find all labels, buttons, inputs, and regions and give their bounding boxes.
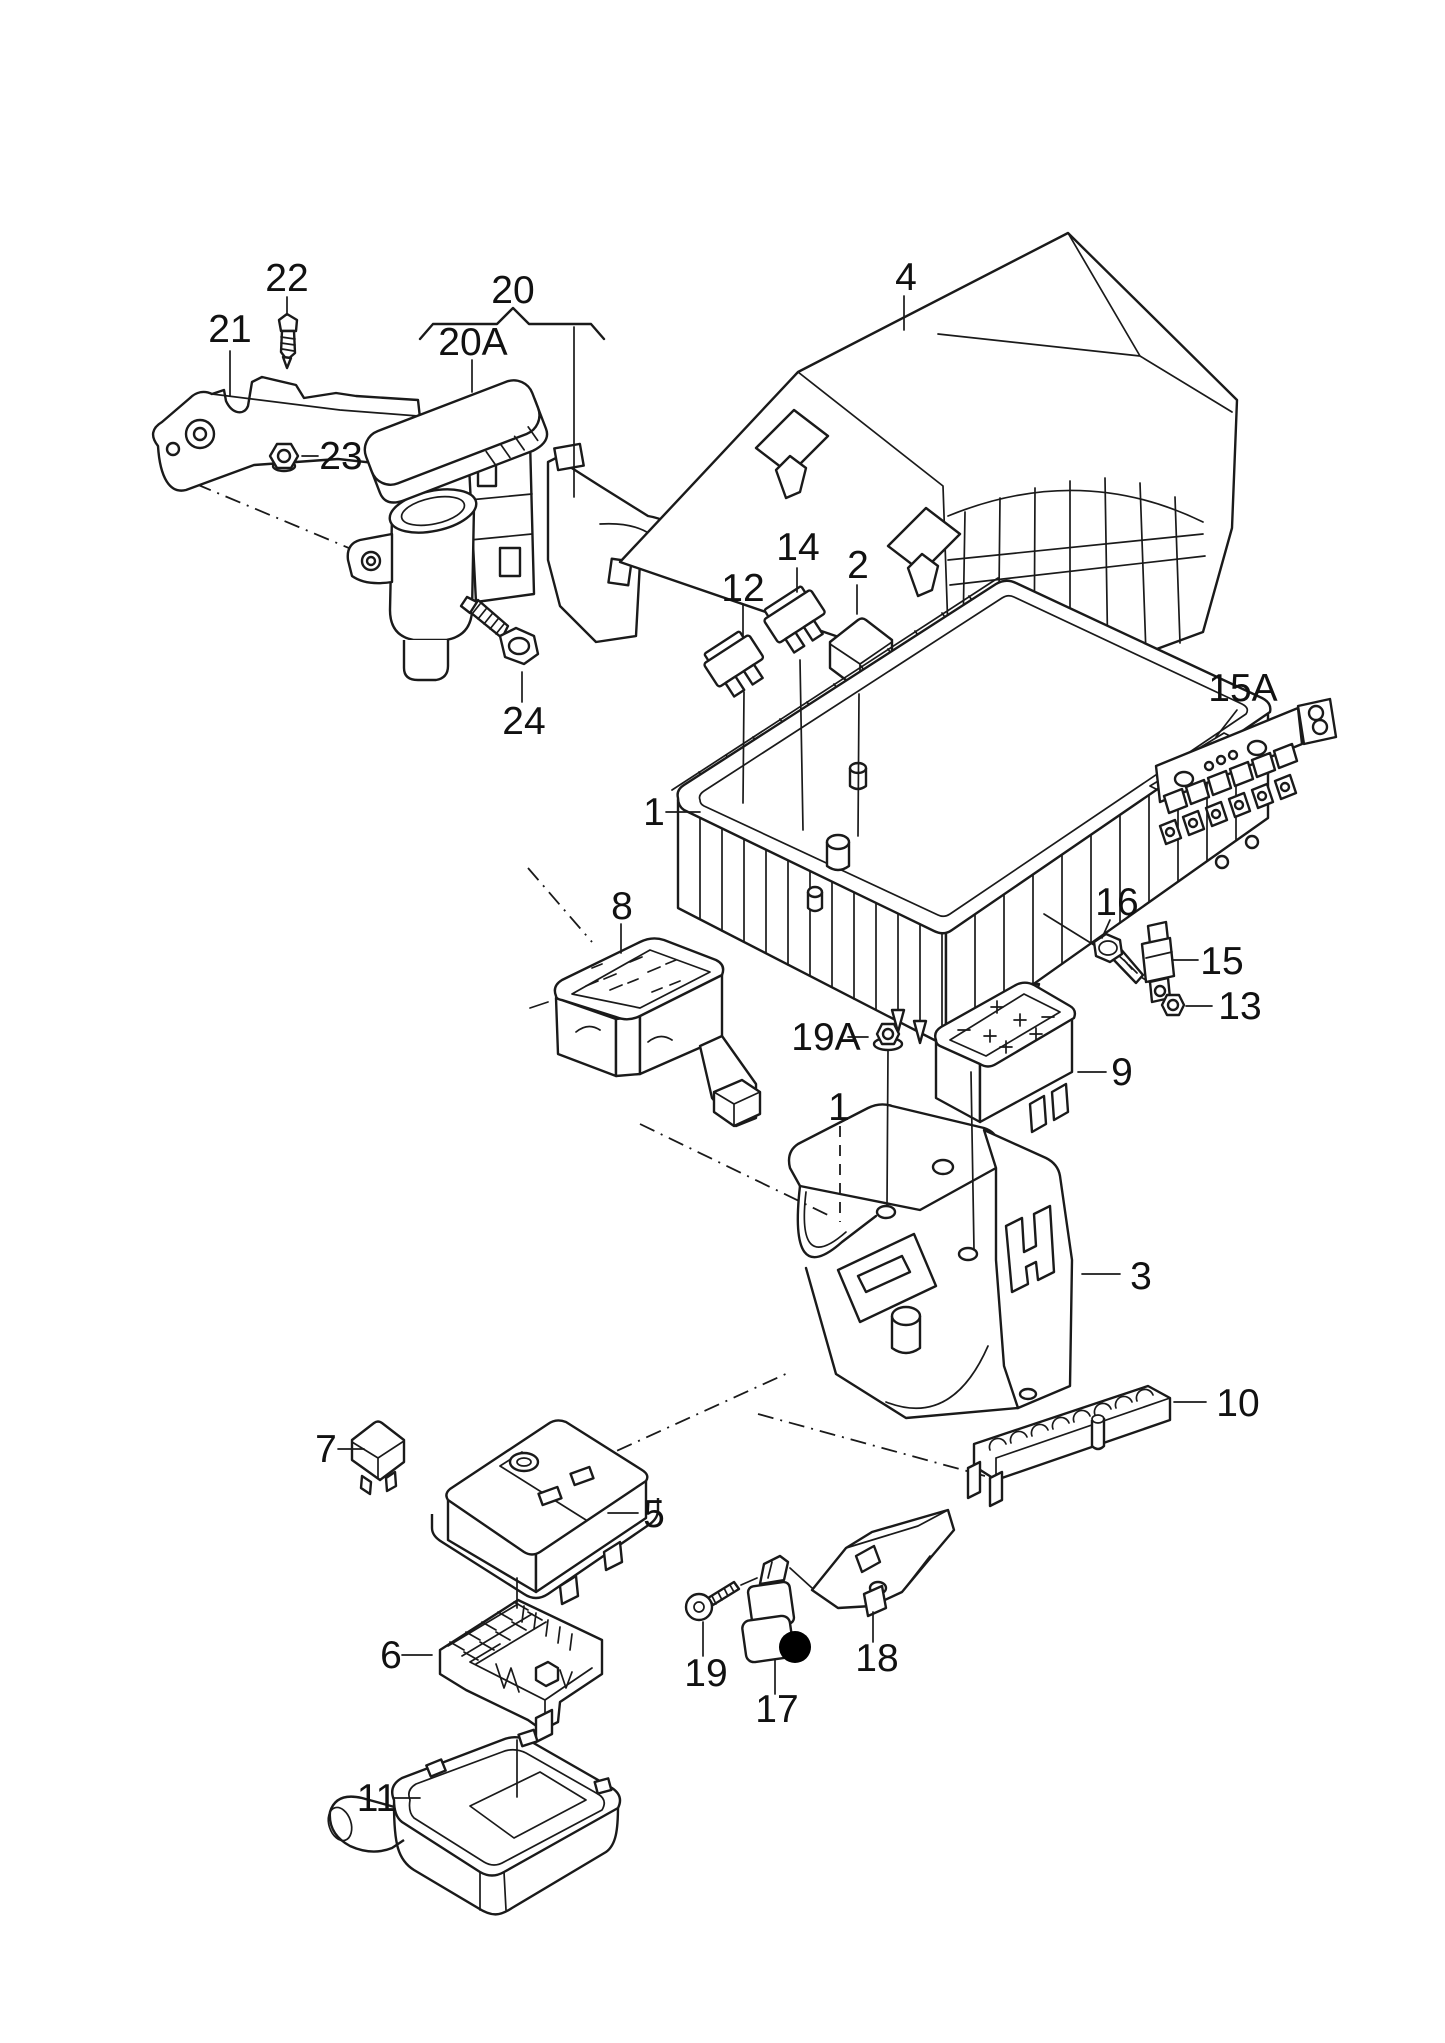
part-5-cover-box bbox=[430, 1419, 660, 1606]
callout-5: 5 bbox=[643, 1493, 665, 1536]
part-1-fusebox bbox=[671, 577, 1272, 1057]
part-12-fuse bbox=[703, 630, 765, 698]
callout-2: 2 bbox=[847, 544, 869, 587]
callout-labels: 21 22 23 20 20A 24 4 12 14 2 1 1 15A 16 … bbox=[208, 256, 1277, 1820]
part-20-holder-assembly bbox=[346, 379, 678, 682]
callout-10: 10 bbox=[1216, 1382, 1259, 1425]
callout-9: 9 bbox=[1111, 1051, 1133, 1094]
part-7-relay bbox=[350, 1420, 406, 1496]
part-3-bracket bbox=[787, 1103, 1074, 1420]
part-14-fuse bbox=[763, 585, 826, 654]
callout-7: 7 bbox=[315, 1428, 337, 1471]
part-19-screw bbox=[684, 1580, 741, 1622]
callout-17: 17 bbox=[755, 1688, 798, 1731]
callout-24: 24 bbox=[502, 700, 545, 743]
leader-lines bbox=[229, 295, 1238, 1799]
callout-19: 19 bbox=[684, 1652, 727, 1695]
callout-11: 11 bbox=[357, 1777, 398, 1820]
callout-20a: 20A bbox=[438, 321, 507, 364]
part-18-bracket bbox=[810, 1508, 956, 1618]
callout-14: 14 bbox=[776, 526, 819, 569]
callout-1: 1 bbox=[643, 791, 665, 834]
callout-8: 8 bbox=[611, 885, 633, 928]
callout-15a: 15A bbox=[1208, 667, 1277, 710]
part-8-relay-plate bbox=[529, 937, 762, 1128]
part-15a-fuse-strip bbox=[1154, 697, 1338, 846]
cover-clip bbox=[754, 408, 830, 500]
callout-20: 20 bbox=[491, 269, 534, 312]
callout-4: 4 bbox=[895, 256, 917, 299]
part-11-lower-housing bbox=[327, 1728, 622, 1916]
callout-3: 3 bbox=[1130, 1255, 1152, 1298]
part-16-screw bbox=[1043, 913, 1153, 985]
callout-19a: 19A bbox=[791, 1016, 860, 1059]
part-21-bracket bbox=[151, 375, 423, 492]
part-19a-nut bbox=[872, 1022, 904, 1052]
part-17-sensor bbox=[740, 1554, 813, 1664]
part-24-screw bbox=[459, 595, 540, 666]
part-6-fuse-holder bbox=[438, 1598, 604, 1744]
callout-15: 15 bbox=[1200, 940, 1243, 983]
part-23-nut bbox=[268, 442, 300, 473]
part-9-relay bbox=[933, 981, 1077, 1134]
part-10-busbar bbox=[966, 1384, 1172, 1508]
callout-18: 18 bbox=[855, 1637, 898, 1680]
part-20a-cap bbox=[363, 379, 549, 504]
callout-16: 16 bbox=[1095, 881, 1138, 924]
callout-12: 12 bbox=[721, 567, 764, 610]
cover-clip bbox=[886, 506, 962, 598]
callout-23: 23 bbox=[319, 435, 362, 478]
part-22-screw bbox=[277, 312, 299, 370]
callout-22: 22 bbox=[265, 257, 308, 300]
part-13-nut bbox=[1160, 993, 1186, 1017]
callout-6: 6 bbox=[380, 1634, 402, 1677]
callout-13: 13 bbox=[1218, 985, 1261, 1028]
callout-21: 21 bbox=[208, 308, 251, 351]
part-15-fuse-holder bbox=[1140, 920, 1176, 1004]
callout-1b: 1 bbox=[828, 1086, 850, 1129]
highlight-dot bbox=[779, 1631, 811, 1663]
